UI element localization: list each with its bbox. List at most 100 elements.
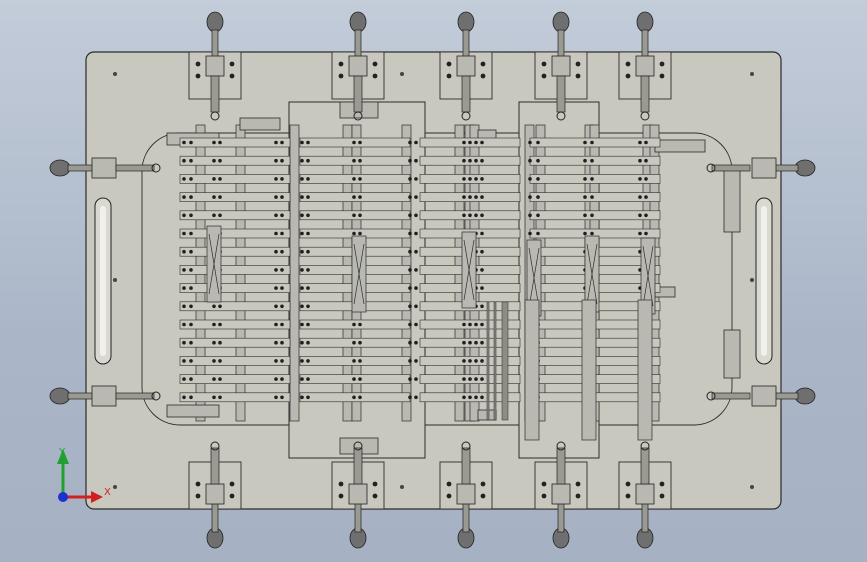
bottom-toggle-clamp — [331, 441, 385, 549]
plate-hole — [750, 278, 754, 282]
row-hole — [528, 177, 532, 181]
row-hole — [280, 395, 284, 400]
guide-rod — [501, 301, 509, 421]
row-hole — [352, 340, 356, 345]
row-hole — [468, 377, 472, 381]
x-axis-arrow — [91, 491, 103, 503]
row-hole — [480, 158, 484, 163]
clamp-bolt — [575, 481, 581, 487]
row-hole — [590, 231, 594, 236]
row-hole — [182, 286, 186, 290]
slider-cross — [586, 243, 598, 305]
row-hole — [480, 213, 484, 218]
row-hole — [480, 231, 484, 236]
row-hole — [280, 213, 284, 218]
slider-cross — [353, 243, 365, 305]
row-hole — [590, 177, 594, 181]
clamp-body — [348, 483, 368, 505]
row-hole — [583, 195, 587, 199]
clamp-bolt — [446, 73, 452, 79]
row-hole — [644, 213, 648, 218]
right-toggle-clamp — [706, 385, 816, 407]
clamp-knob — [49, 159, 71, 177]
row-hole — [218, 177, 222, 181]
row-hole — [528, 140, 532, 145]
handle-highlight — [100, 206, 106, 356]
row-hole — [528, 195, 532, 199]
row-hole — [182, 140, 186, 145]
row-hole — [182, 322, 186, 327]
row-hole — [536, 213, 540, 218]
row-hole — [480, 359, 484, 363]
strip-row — [179, 210, 291, 221]
row-hole — [189, 359, 193, 363]
row-hole — [474, 395, 478, 400]
row-hole — [474, 359, 478, 363]
clamp-bolt — [575, 493, 581, 499]
row-hole — [189, 177, 193, 181]
row-hole — [358, 177, 362, 181]
row-hole — [528, 213, 532, 218]
row-hole — [280, 268, 284, 272]
clamp-bolt — [541, 481, 547, 487]
row-hole — [300, 359, 304, 363]
row-hole — [306, 195, 310, 199]
row-hole — [300, 395, 304, 400]
row-hole — [189, 158, 193, 163]
side-bracket-right-top — [723, 169, 741, 233]
strip-row — [179, 337, 291, 348]
row-hole — [474, 340, 478, 345]
row-hole — [189, 340, 193, 345]
row-hole — [352, 377, 356, 381]
row-hole — [480, 140, 484, 145]
row-hole — [462, 395, 466, 400]
row-hole — [536, 177, 540, 181]
row-hole — [352, 140, 356, 145]
row-hole — [468, 140, 472, 145]
row-hole — [638, 177, 642, 181]
row-hole — [212, 304, 216, 309]
plate-hole — [400, 72, 404, 76]
guide-rod — [493, 301, 497, 421]
clamp-knob — [49, 387, 71, 405]
row-hole — [536, 158, 540, 163]
carry-handle — [94, 197, 112, 365]
row-hole — [474, 213, 478, 218]
row-hole — [468, 395, 472, 400]
clamp-arm — [461, 447, 471, 485]
row-hole — [358, 395, 362, 400]
row-hole — [300, 158, 304, 163]
row-hole — [638, 213, 642, 218]
row-hole — [462, 340, 466, 345]
clamp-arm — [210, 447, 220, 485]
side-bracket-right-bottom — [723, 329, 741, 379]
strip-grid — [179, 137, 661, 441]
row-hole — [414, 231, 418, 236]
row-hole — [644, 177, 648, 181]
row-hole — [212, 322, 216, 327]
row-hole — [462, 359, 466, 363]
clamp-bolt — [446, 481, 452, 487]
clamp-body — [551, 55, 571, 77]
row-hole — [306, 304, 310, 309]
clamp-bolt — [338, 73, 344, 79]
row-hole — [583, 177, 587, 181]
clamp-bolt — [659, 61, 665, 67]
end-block — [166, 404, 220, 418]
row-hole — [590, 140, 594, 145]
clamp-body — [91, 385, 117, 407]
row-hole — [408, 249, 412, 254]
top-toggle-clamp — [534, 11, 588, 121]
row-hole — [189, 286, 193, 290]
row-hole — [189, 140, 193, 145]
row-hole — [212, 158, 216, 163]
row-hole — [462, 158, 466, 163]
row-hole — [274, 140, 278, 145]
row-hole — [358, 359, 362, 363]
slider-cross — [528, 247, 540, 309]
row-hole — [583, 213, 587, 218]
x-axis-label: X — [104, 487, 111, 498]
row-hole — [358, 322, 362, 327]
clamp-spindle — [151, 391, 161, 401]
